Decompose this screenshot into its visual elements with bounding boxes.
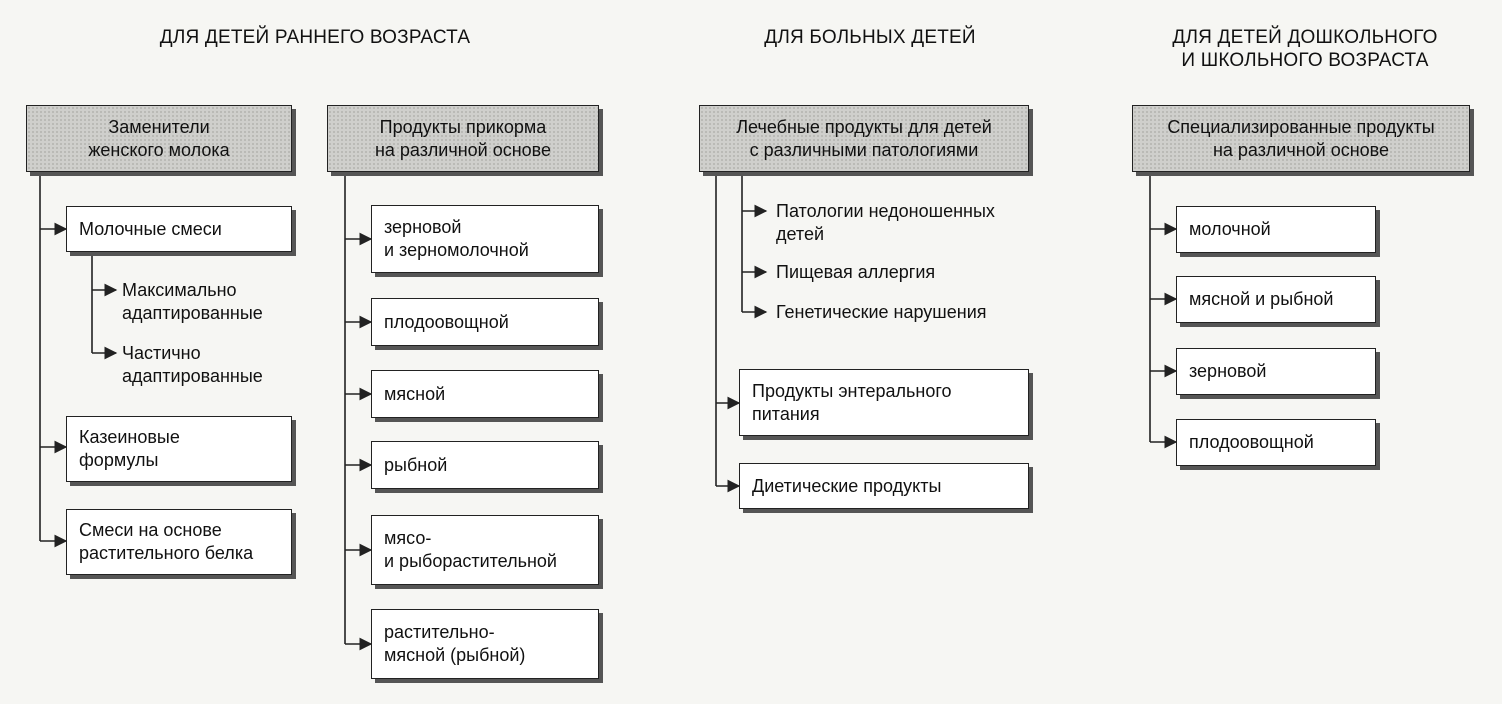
group-header-specialized-products: Специализированные продукты на различной… <box>1132 105 1470 172</box>
subitem-genetic-disorders: Генетические нарушения <box>776 302 987 322</box>
item-milk-formulas: Молочные смеси <box>66 206 292 252</box>
item-meat-fish-plant: мясо- и рыборастительной <box>371 515 599 585</box>
item-meat: мясной <box>371 370 599 418</box>
item-grain: зерновой и зерномолочной <box>371 205 599 273</box>
heading-sick-children: ДЛЯ БОЛЬНЫХ ДЕТЕЙ <box>764 27 976 48</box>
item-grain-based: зерновой <box>1176 348 1376 395</box>
heading-preschool-school-age: ДЛЯ ДЕТЕЙ ДОШКОЛЬНОГО И ШКОЛЬНОГО ВОЗРАС… <box>1172 27 1438 71</box>
group-header-therapeutic-products: Лечебные продукты для детей с различными… <box>699 105 1029 172</box>
subitem-food-allergy: Пищевая аллергия <box>776 262 936 282</box>
item-plant-protein-mixes: Смеси на основе растительного белка <box>66 509 292 575</box>
item-casein-formulas: Казеиновые формулы <box>66 416 292 482</box>
subitem-premature-pathologies: Патологии недоношенных детей <box>776 201 995 244</box>
item-plant-meat: растительно- мясной (рыбной) <box>371 609 599 679</box>
group-header-milk-substitutes: Заменители женского молока <box>26 105 292 172</box>
subitem-max-adapted: Максимально адаптированные <box>122 280 263 323</box>
item-meat-and-fish: мясной и рыбной <box>1176 276 1376 323</box>
item-enteral-nutrition: Продукты энтерального питания <box>739 369 1029 436</box>
group-header-complementary-foods: Продукты прикорма на различной основе <box>327 105 599 172</box>
item-dairy: молочной <box>1176 206 1376 253</box>
heading-early-age: ДЛЯ ДЕТЕЙ РАННЕГО ВОЗРАСТА <box>159 27 471 48</box>
item-dietary-products: Диетические продукты <box>739 463 1029 509</box>
item-fish: рыбной <box>371 441 599 489</box>
item-fruit-vegetable: плодоовощной <box>371 298 599 346</box>
subitem-partially-adapted: Частично адаптированные <box>122 343 263 386</box>
item-fruit-vegetable-based: плодоовощной <box>1176 419 1376 466</box>
